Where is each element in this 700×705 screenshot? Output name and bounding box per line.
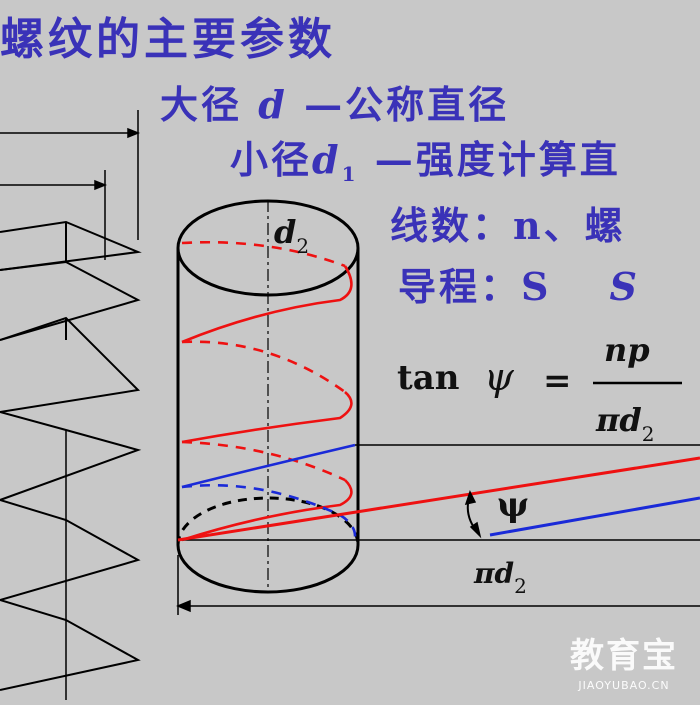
helix-blue-unrolled <box>489 496 700 537</box>
major-label: 大径 <box>160 82 243 127</box>
helix-back <box>181 340 346 394</box>
thread-tooth <box>0 411 142 501</box>
formula-numerator: np <box>604 331 650 369</box>
dim-arrow <box>127 127 141 139</box>
helix-blue <box>181 443 357 539</box>
helix-front <box>181 265 353 344</box>
base-text: πd <box>474 557 515 590</box>
lead-angle-label: ψ <box>497 485 530 525</box>
major-desc: —公称直径 <box>304 82 510 127</box>
watermark: 教育宝 JIAOYUBAO.CN <box>570 628 678 692</box>
formula-denominator: πd2 <box>596 404 655 444</box>
cylinder-bottom-back <box>176 496 360 546</box>
thread-tooth <box>0 499 141 601</box>
cyl-d: d <box>274 213 297 251</box>
cylinder-diameter-label: d2 <box>274 216 309 256</box>
helix-back <box>181 440 346 482</box>
helix-red-unrolled <box>177 456 700 542</box>
major-symbol: d <box>258 82 288 127</box>
formula-tan: tan <box>397 358 460 398</box>
watermark-logo: 教育宝 <box>570 636 678 676</box>
cylinder-bottom-arc <box>176 544 360 594</box>
minor-symbol: d <box>312 137 342 182</box>
formula-psi: ψ <box>484 355 514 399</box>
lead-symbol: S <box>521 264 552 309</box>
minor-sub: 1 <box>341 162 359 186</box>
minor-desc: —强度计算直 <box>374 137 621 182</box>
thread-count-line: 线数：n、螺 <box>390 203 626 248</box>
lead-label: 导程： <box>398 264 522 309</box>
helix-front <box>181 391 353 444</box>
dimension-lines <box>0 110 141 700</box>
thread-tooth <box>0 599 141 691</box>
thread-profile <box>0 220 142 691</box>
thread-tooth <box>0 220 142 271</box>
denominator-sub: 2 <box>641 422 655 446</box>
angle-arrow <box>469 521 482 539</box>
helix-back <box>181 483 357 539</box>
helix-front <box>181 443 356 489</box>
helix-red <box>181 240 353 542</box>
minor-label: 小径 <box>230 137 313 182</box>
watermark-url: JIAOYUBAO.CN <box>578 679 670 692</box>
page-title: 螺纹的主要参数 <box>0 14 336 65</box>
base-sub: 2 <box>514 574 527 598</box>
cyl-sub: 2 <box>296 234 310 258</box>
lead-triangle <box>176 444 700 615</box>
minor-diameter-line: 小径d1 —强度计算直 <box>230 141 621 186</box>
dim-arrow <box>94 179 108 191</box>
thread-tooth <box>0 316 141 413</box>
denominator-text: πd <box>596 401 642 439</box>
thread-tooth <box>0 260 141 341</box>
major-diameter-line: 大径 d —公称直径 <box>160 86 509 124</box>
circumference-label: πd2 <box>474 557 527 598</box>
helix-back <box>181 240 346 268</box>
lead-symbol-2: S <box>609 264 640 309</box>
formula-equals: = <box>543 361 572 401</box>
dim-arrow <box>176 599 191 613</box>
angle-arrow <box>464 490 477 506</box>
helix-front <box>181 479 353 542</box>
